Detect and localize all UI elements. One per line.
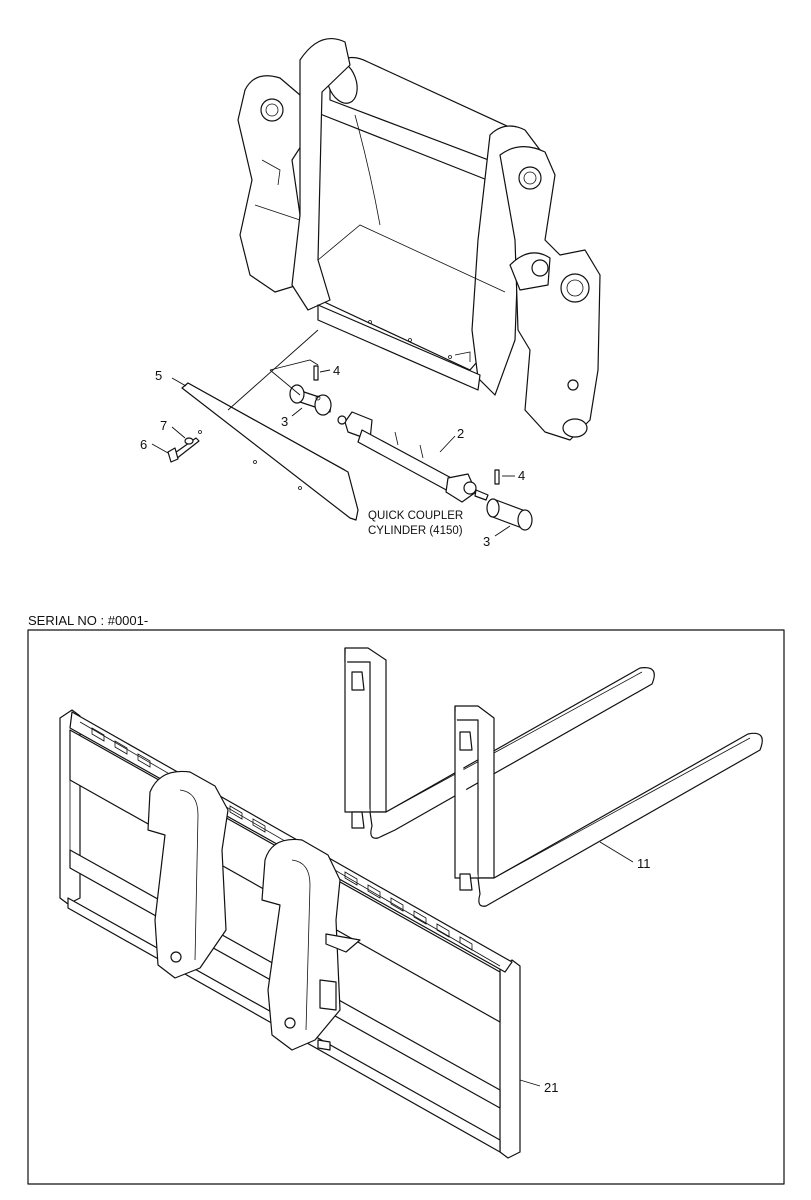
quick-coupler-frame [237, 38, 601, 441]
cover-plate [181, 382, 359, 521]
roll-pin [494, 469, 500, 485]
serial-number-label: SERIAL NO : #0001- [28, 613, 148, 628]
cylinder-note-line1: QUICK COUPLER [368, 510, 463, 522]
callout-21: 21 [544, 1080, 558, 1095]
washer [184, 437, 194, 445]
cylinder-note-line2: CYLINDER (4150) [368, 525, 463, 537]
quick-attach-plate-right [261, 838, 361, 1051]
callout-7: 7 [160, 418, 167, 433]
quick-attach-plate-left [147, 770, 229, 979]
callout-5: 5 [155, 368, 162, 383]
lock-lever [325, 933, 361, 953]
exploded-parts [167, 329, 533, 531]
callout-leaders-top [151, 369, 515, 537]
callout-4: 4 [518, 468, 525, 483]
quick-coupler-cylinder [337, 411, 489, 503]
callout-leaders-bottom [519, 841, 634, 1087]
callout-4: 4 [333, 363, 340, 378]
pallet-fork-front [454, 705, 763, 907]
callout-3: 3 [483, 534, 490, 549]
callout-3: 3 [281, 414, 288, 429]
callout-11: 11 [637, 856, 651, 871]
roll-pin [313, 365, 319, 381]
callout-2: 2 [457, 426, 464, 441]
pallet-fork-rear [344, 647, 655, 839]
callout-6: 6 [140, 437, 147, 452]
serial-range-frame [27, 629, 785, 1185]
